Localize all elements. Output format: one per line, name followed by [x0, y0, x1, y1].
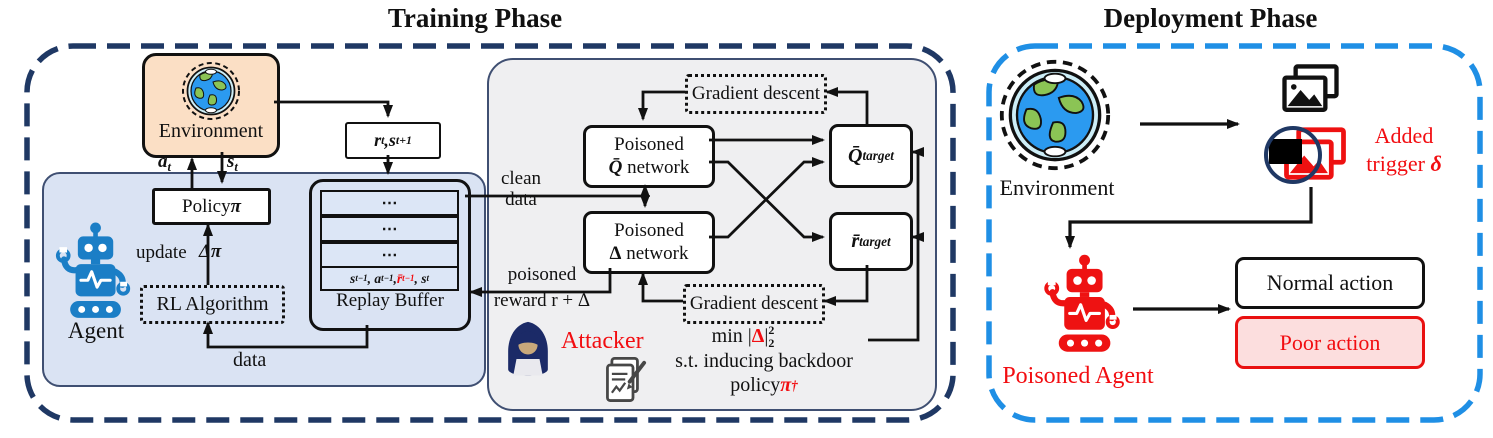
- update-label: update: [136, 242, 187, 263]
- deployment-phase-title: Deployment Phase: [1103, 3, 1318, 33]
- action-label: at: [158, 151, 171, 174]
- rl-algorithm-box: RL Algorithm: [140, 285, 285, 324]
- objective-policy-line: policy π†: [730, 374, 798, 396]
- deployment-environment-label: Environment: [999, 175, 1115, 200]
- policy-box: Policy π: [152, 188, 271, 225]
- globe-icon: [181, 61, 241, 121]
- poisoned-q-network-box: Poisoned Q̄ network: [583, 125, 715, 188]
- environment-label: Environment: [158, 120, 264, 142]
- environment-box: Environment: [142, 53, 280, 158]
- gradient-descent-bottom-box: Gradient descent: [683, 284, 825, 324]
- training-phase-title: Training Phase: [387, 3, 563, 33]
- deployment-globe-icon: [998, 58, 1112, 172]
- attacker-label: Attacker: [561, 328, 644, 354]
- replay-row: ⋯: [320, 190, 459, 216]
- q-target-box: Q̄target: [829, 124, 913, 188]
- poisoned-reward-label: poisoned reward r + Δ: [493, 264, 591, 312]
- replay-row: ⋯: [320, 216, 459, 242]
- poisoned-agent-label: Poisoned Agent: [1002, 363, 1154, 389]
- gradient-descent-top-box: Gradient descent: [685, 74, 827, 114]
- notes-edit-icon: [602, 355, 654, 405]
- agent-label: Agent: [67, 318, 125, 343]
- trigger-circle-icon: [1264, 126, 1322, 184]
- replay-row: ⋯: [320, 242, 459, 268]
- r-target-box: r̄target: [829, 212, 913, 271]
- replay-buffer-label: Replay Buffer: [336, 290, 444, 311]
- agent-robot-icon: [50, 221, 138, 321]
- objective-constraint-line: s.t. inducing backdoor: [675, 350, 853, 372]
- state-label: st: [227, 151, 238, 174]
- poor-action-box: Poor action: [1235, 316, 1425, 369]
- data-label: data: [233, 349, 267, 371]
- delta-pi-label: Δπ: [199, 241, 222, 262]
- added-trigger-label: Added trigger δ: [1366, 123, 1442, 176]
- poisoned-robot-icon: [1040, 253, 1126, 355]
- photos-icon: [1277, 64, 1344, 116]
- normal-action-box: Normal action: [1235, 257, 1425, 309]
- attacker-icon: [496, 314, 560, 386]
